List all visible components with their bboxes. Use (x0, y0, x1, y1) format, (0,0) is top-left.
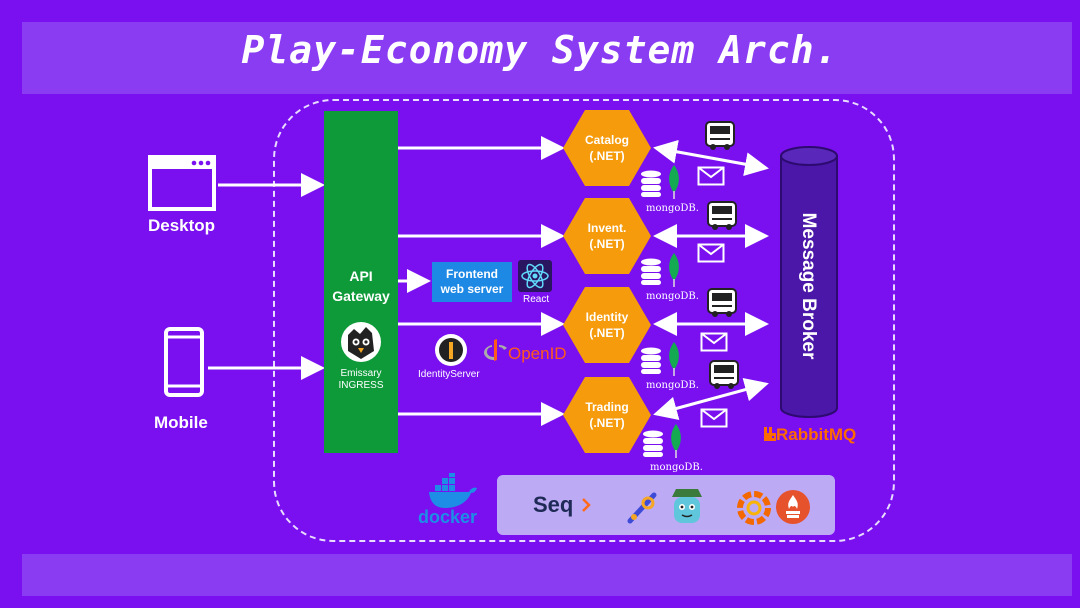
identityserver-label: IdentityServer (418, 369, 480, 380)
react-icon (521, 263, 549, 289)
rabbitmq-label: RabbitMQ (776, 425, 857, 444)
rabbitmq-icon (764, 427, 776, 441)
envelope-icon (697, 243, 725, 263)
prometheus-icon (776, 490, 810, 524)
service-name: Trading (585, 400, 629, 414)
cluster-boundary (273, 99, 895, 542)
database-icon (641, 170, 661, 197)
mongodb-label: mongoDB. (646, 203, 699, 214)
page-title: Play-Economy System Arch. (241, 28, 839, 72)
api-gateway: API Gateway Emissary INGRESS (324, 111, 398, 453)
openid-icon (484, 339, 507, 361)
docker-icon (429, 473, 477, 508)
service-trading: Trading (.NET) (563, 377, 651, 453)
footer-band (22, 554, 1072, 596)
mongodb-inventory: mongoDB. (640, 253, 700, 303)
opentelemetry-icon (627, 492, 657, 524)
gateway-title-line2: Gateway (332, 288, 390, 304)
mongodb-leaf-icon (669, 165, 679, 199)
gateway-sub-line1: Emissary (340, 368, 382, 379)
gateway-sub-line2: INGRESS (338, 380, 384, 391)
service-name: Invent. (587, 221, 627, 235)
mongodb-leaf-icon (671, 424, 681, 458)
seq-label: Seq (533, 492, 574, 517)
mobile-phone-icon (164, 327, 204, 397)
database-icon (643, 430, 663, 457)
envelope-icon (697, 166, 725, 186)
docker-label: docker (418, 507, 478, 527)
frontend-web-server: Frontend web server (432, 262, 512, 302)
mongodb-leaf-icon (669, 253, 679, 287)
service-name: Catalog (584, 133, 629, 147)
jaeger-icon (672, 489, 702, 523)
masstransit-bus-icon (709, 360, 739, 389)
service-tech: (.NET) (589, 416, 625, 430)
mobile-label: Mobile (154, 413, 208, 432)
frontend-line1: Frontend (446, 267, 498, 281)
gateway-subtitle: Emissary INGRESS (324, 368, 398, 392)
frontend-line2: web server (440, 282, 504, 296)
grafana-icon (737, 491, 771, 525)
masstransit-bus-icon (707, 288, 737, 317)
react-badge (518, 260, 552, 292)
mongodb-identity: mongoDB. (640, 342, 700, 392)
service-identity: Identity (.NET) (563, 287, 651, 363)
service-tech: (.NET) (589, 326, 625, 340)
seq-icon (582, 498, 591, 512)
service-catalog: Catalog (.NET) (563, 110, 651, 186)
openid-label: OpenID (508, 344, 567, 363)
mongodb-leaf-icon (669, 342, 679, 376)
mongodb-label: mongoDB. (646, 380, 699, 391)
title-band (22, 22, 1072, 94)
envelope-icon (700, 408, 728, 428)
envelope-icon (700, 332, 728, 352)
message-broker-label: Message Broker (798, 212, 819, 360)
database-icon (641, 258, 661, 285)
browser-window-icon (148, 155, 216, 211)
mongodb-catalog: mongoDB. (640, 165, 700, 215)
emissary-bird-icon (341, 322, 381, 362)
desktop-label: Desktop (148, 216, 216, 235)
identityserver-icon (435, 334, 467, 366)
service-tech: (.NET) (589, 237, 625, 251)
mongodb-label: mongoDB. (650, 462, 703, 473)
gateway-title: API Gateway (324, 266, 398, 306)
database-icon (641, 347, 661, 374)
service-inventory: Invent. (.NET) (563, 198, 651, 274)
service-name: Identity (585, 310, 629, 324)
react-label: React (523, 294, 550, 305)
service-tech: (.NET) (589, 149, 625, 163)
gateway-title-line1: API (349, 268, 373, 284)
mongodb-label: mongoDB. (646, 291, 699, 302)
masstransit-bus-icon (707, 201, 737, 230)
mongodb-trading: mongoDB. (640, 424, 706, 474)
masstransit-bus-icon (705, 121, 735, 150)
message-broker-cylinder (780, 146, 838, 418)
